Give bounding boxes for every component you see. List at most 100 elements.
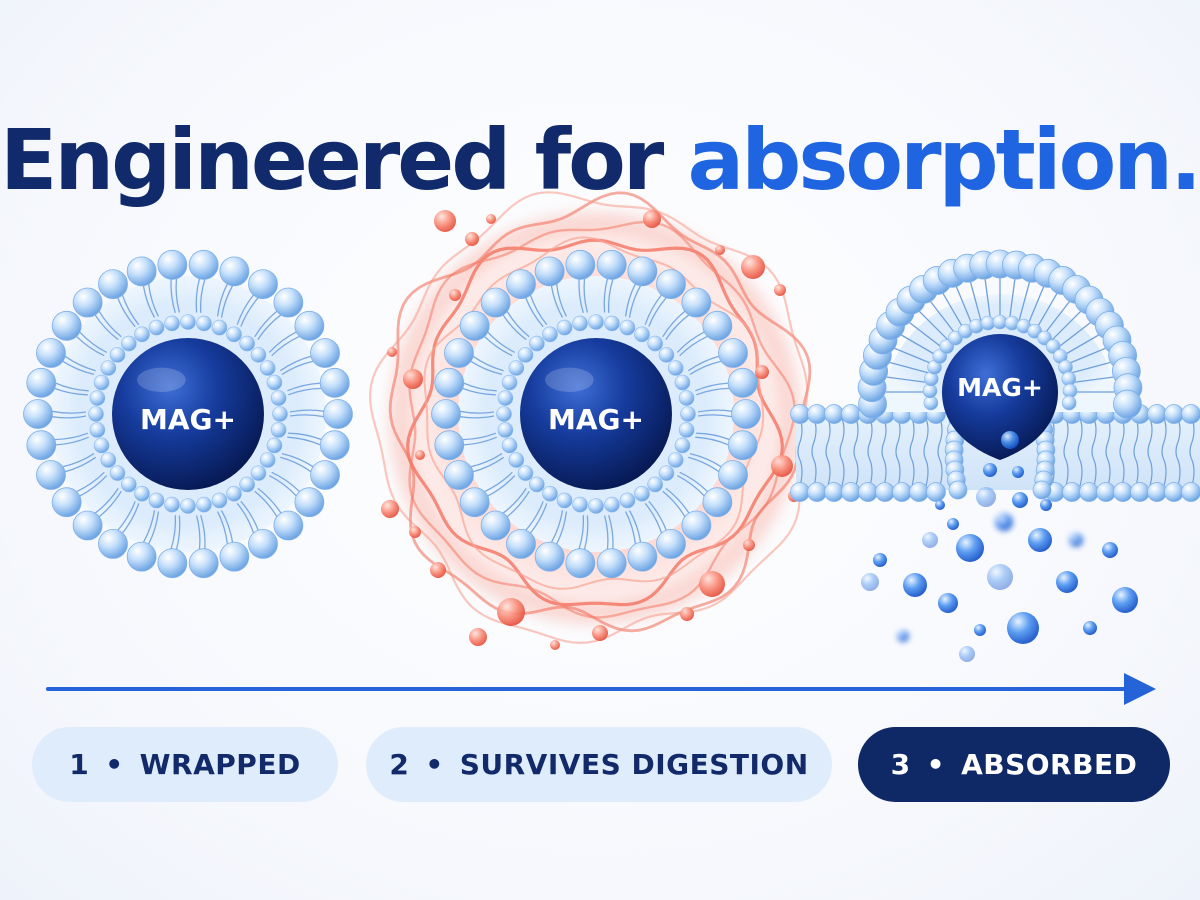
- nutrient-droplet: [983, 463, 997, 477]
- red-bubble: [774, 284, 786, 296]
- nutrient-droplet: [1112, 587, 1138, 613]
- lipid-head: [51, 487, 82, 518]
- lipid-head: [259, 360, 276, 376]
- nutrient-droplet: [1028, 528, 1052, 552]
- red-bubble: [715, 245, 725, 255]
- nutrient-droplet: [922, 532, 938, 548]
- lipid-head: [444, 460, 474, 490]
- lipid-head: [148, 492, 165, 509]
- lipid-head: [459, 310, 490, 341]
- lipid-head: [572, 496, 588, 513]
- lipid-head: [634, 485, 650, 502]
- lipid-head: [148, 319, 165, 336]
- lipid-head: [647, 476, 663, 493]
- step-number: 2: [389, 748, 410, 781]
- lipid-tails: [51, 278, 325, 550]
- lipid-head: [259, 452, 276, 468]
- lipid-head: [219, 541, 250, 572]
- lipid-head: [702, 487, 733, 518]
- lipid-head: [248, 529, 278, 559]
- lipid-head: [266, 437, 283, 454]
- red-bubble: [592, 625, 608, 641]
- lipid-head: [310, 460, 340, 490]
- lipid-head: [310, 338, 340, 368]
- membrane-head: [790, 404, 810, 424]
- lipid-head: [731, 399, 761, 429]
- lipid-head: [588, 314, 604, 330]
- nutrient-droplet: [1040, 499, 1052, 511]
- lipid-head: [134, 326, 150, 343]
- nutrient-droplet: [976, 487, 996, 507]
- lipid-head: [496, 406, 512, 422]
- lipid-head: [272, 406, 288, 422]
- membrane-head: [841, 404, 861, 424]
- lipid-head: [434, 367, 465, 398]
- membrane-head: [1164, 404, 1184, 424]
- lipid-tails: [459, 278, 733, 550]
- released-nutrients: [861, 431, 1138, 662]
- lipid-head: [164, 496, 180, 513]
- red-bubble: [403, 369, 423, 389]
- lipid-head: [109, 465, 126, 481]
- lipid-head: [319, 430, 350, 461]
- lipid-head: [658, 347, 675, 363]
- membrane-head: [824, 482, 844, 502]
- lipid-head: [188, 548, 219, 579]
- lipid-head: [604, 315, 620, 332]
- lipid-head: [497, 390, 514, 406]
- lipid-head: [1113, 389, 1142, 419]
- lipid-head: [270, 422, 287, 438]
- lipid-head: [702, 310, 733, 341]
- lipid-head: [572, 315, 588, 332]
- nutrient-droplet: [935, 500, 945, 510]
- lipid-head: [89, 390, 106, 406]
- lipid-head: [680, 406, 696, 422]
- lipid-head: [323, 399, 353, 429]
- lipid-head: [239, 335, 255, 352]
- red-bubble: [550, 640, 560, 650]
- digestive-wave: [408, 220, 796, 619]
- lipid-head: [273, 287, 304, 318]
- lipid-head: [718, 460, 748, 490]
- lipid-head: [134, 485, 150, 502]
- red-bubble: [449, 289, 461, 301]
- red-bubble: [497, 598, 525, 626]
- lipid-head: [506, 529, 536, 559]
- lipid-head: [26, 367, 57, 398]
- nutrient-droplet: [1056, 571, 1078, 593]
- core-label-3: MAG+: [957, 373, 1043, 402]
- red-bubble: [771, 455, 793, 477]
- membrane-head: [1164, 482, 1184, 502]
- lipid-head: [534, 256, 565, 287]
- core-label-2: MAG+: [548, 403, 644, 436]
- membrane-head: [875, 482, 895, 502]
- lipid-head: [188, 249, 219, 280]
- step-label: SURVIVES DIGESTION: [459, 748, 809, 781]
- lipid-head: [565, 249, 596, 280]
- lipid-head: [459, 487, 490, 518]
- lipid-head: [219, 256, 250, 287]
- lipid-head: [248, 269, 278, 299]
- lipid-head: [36, 460, 66, 490]
- lipid-head: [497, 422, 514, 438]
- lipid-head: [319, 367, 350, 398]
- step-absorbed: 3•ABSORBED: [858, 727, 1170, 802]
- membrane-head: [1062, 482, 1082, 502]
- step-survives-digestion: 2•SURVIVES DIGESTION: [366, 727, 832, 802]
- lipid-head: [98, 269, 128, 299]
- lipid-head: [180, 498, 196, 514]
- membrane-head: [841, 482, 861, 502]
- lipid-head: [88, 406, 104, 422]
- lipid-head: [674, 437, 691, 454]
- lipid-head: [681, 287, 712, 318]
- lipid-head: [226, 326, 242, 343]
- membrane-head: [892, 482, 912, 502]
- nutrient-droplet: [947, 518, 959, 530]
- red-bubble: [743, 539, 755, 551]
- nutrient-droplet: [1012, 466, 1024, 478]
- lipid-head: [480, 287, 511, 318]
- mag-core: [112, 338, 264, 490]
- lipid-head: [266, 374, 283, 391]
- nutrient-droplet: [1102, 542, 1118, 558]
- lipid-head: [211, 492, 228, 509]
